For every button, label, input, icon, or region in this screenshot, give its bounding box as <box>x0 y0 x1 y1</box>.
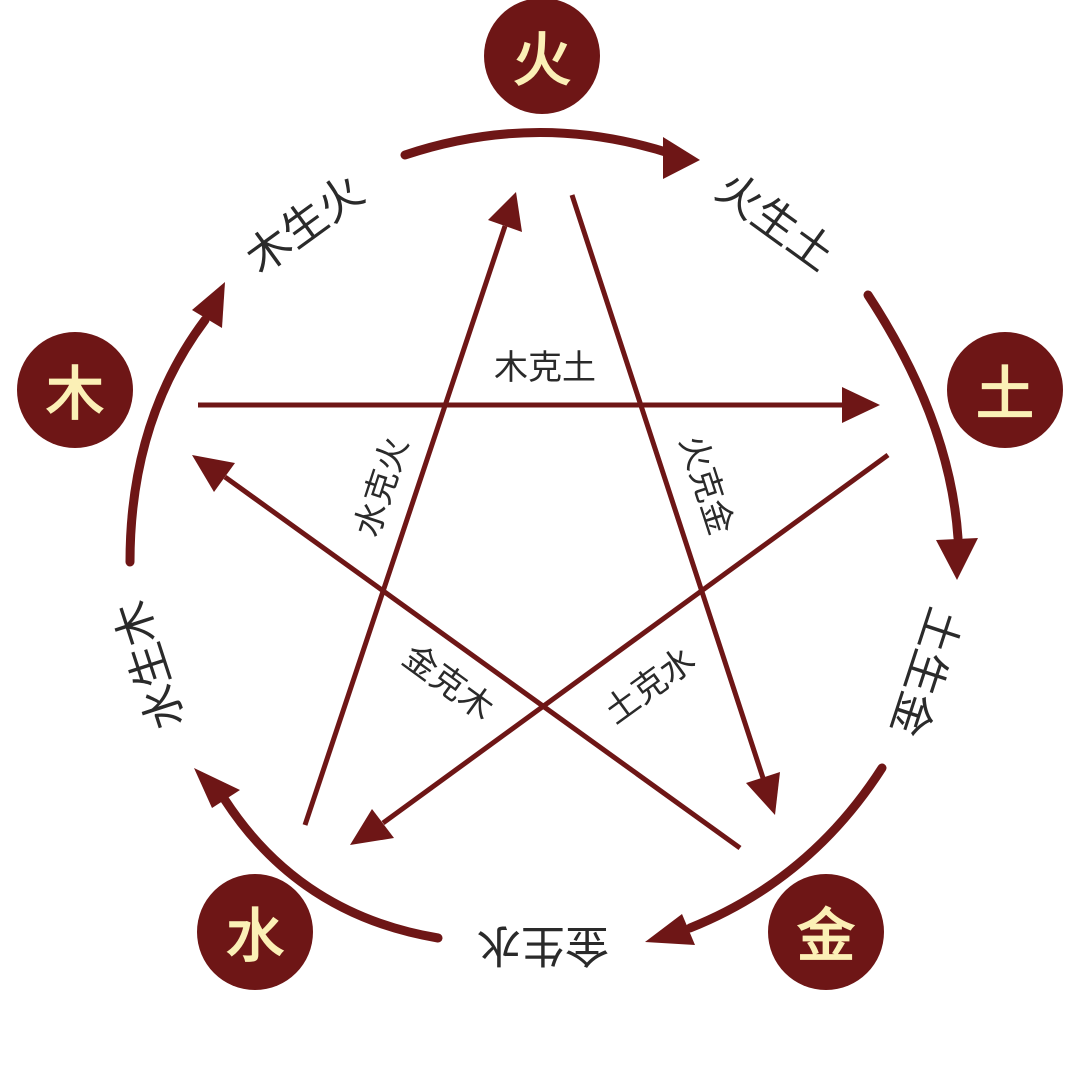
arrowhead-fire-earth <box>663 137 700 179</box>
arrowhead-wood-earth <box>842 387 880 423</box>
element-nodes: 火 土 金 水 木 <box>17 0 1063 990</box>
label-earth-metal: 土生金 <box>880 601 969 742</box>
arrowhead-wood-fire <box>192 282 225 328</box>
arc-wood-fire <box>125 315 210 567</box>
arc-water-wood <box>220 795 443 943</box>
label-metal-water: 金生水 <box>477 920 609 971</box>
arrowhead-earth-metal <box>936 538 978 580</box>
arrowhead-metal-water <box>645 914 695 945</box>
line-metal-wood <box>223 474 742 851</box>
arrowhead-water-fire <box>488 192 522 232</box>
label-metal-wood: 金克木 <box>395 637 501 729</box>
arrowhead-metal-wood <box>192 455 235 492</box>
arc-metal-water <box>685 763 887 933</box>
arrowhead-earth-water <box>350 809 394 845</box>
controlling-star <box>192 192 890 851</box>
node-water-label: 水 <box>226 902 285 970</box>
node-wood-label: 木 <box>46 360 104 428</box>
node-water: 水 <box>197 874 313 990</box>
generating-cycle <box>125 128 978 945</box>
line-fire-metal <box>569 194 766 779</box>
arc-earth-metal <box>863 290 963 543</box>
label-wood-fire: 木生火 <box>237 166 374 285</box>
line-earth-water <box>381 452 890 826</box>
arrowhead-fire-metal <box>746 772 780 815</box>
label-wood-earth: 木克土 <box>494 348 596 388</box>
node-fire-label: 火 <box>513 26 571 94</box>
arrowhead-water-wood <box>194 768 240 808</box>
node-metal: 金 <box>768 874 884 990</box>
arc-fire-earth <box>400 128 680 160</box>
node-metal-label: 金 <box>797 902 856 970</box>
label-water-wood: 水生木 <box>105 594 194 735</box>
label-fire-earth: 火生土 <box>707 163 844 282</box>
node-earth: 土 <box>947 332 1063 448</box>
generating-labels: 木生火 火生土 土生金 金生水 水生木 <box>105 163 969 971</box>
line-water-fire <box>302 225 508 826</box>
node-wood: 木 <box>17 332 133 448</box>
node-earth-label: 土 <box>976 360 1034 428</box>
node-fire: 火 <box>484 0 600 114</box>
